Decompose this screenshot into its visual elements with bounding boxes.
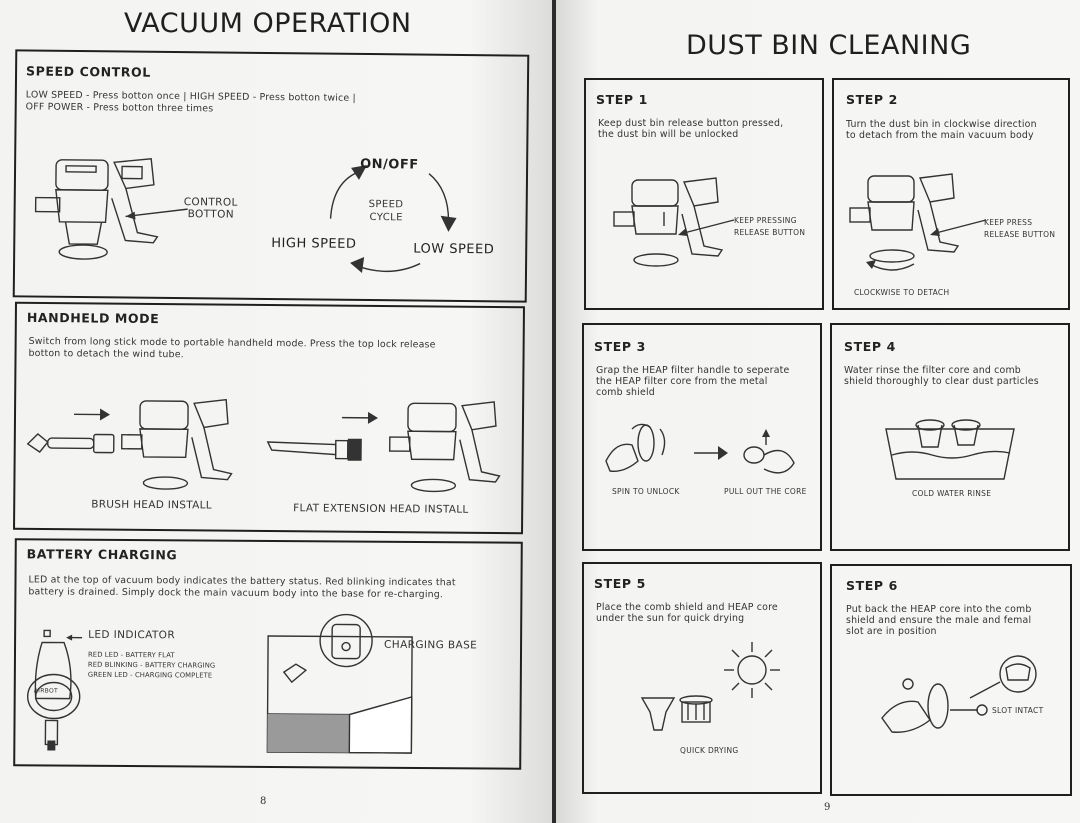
step-4-box: STEP 4 Water rinse the filter core and c…: [830, 323, 1070, 551]
led-status-1: RED LED - BATTERY FLAT: [87, 650, 175, 660]
brush-head-icon: [26, 433, 115, 454]
step-1-vacuum-icon: [613, 177, 724, 267]
step-1-caption-2: RELEASE BUTTON: [734, 228, 806, 237]
step-4-line-1: Water rinse the filter core and comb: [844, 365, 1021, 376]
step-3-box: STEP 3 Grap the HEAP filter handle to se…: [582, 323, 822, 551]
step-1-line-2: the dust bin will be unlocked: [598, 129, 739, 140]
right-page: DUST BIN CLEANING STEP 1 Keep dust bin r…: [556, 0, 1080, 823]
page-number-right: 9: [824, 802, 831, 813]
left-page: VACUUM OPERATION SPEED CONTROL LOW SPEED…: [0, 0, 552, 823]
step-3-arrow-icon: [694, 446, 728, 460]
caption-flat-extension-install: FLAT EXTENSION HEAD INSTALL: [293, 502, 469, 516]
step-3-caption-2: PULL OUT THE CORE: [724, 487, 807, 496]
led-status-3: GREEN LED - CHARGING COMPLETE: [87, 670, 213, 680]
charging-base-label: CHARGING BASE: [384, 638, 478, 652]
step-2-line-2: to detach from the main vacuum body: [846, 130, 1034, 141]
step-6-assembly-icon: [881, 655, 1037, 733]
step-2-caption-1: KEEP PRESS: [984, 218, 1033, 227]
handheld-vacuum-icon-1: [121, 398, 233, 490]
step-2-pointer-icon: [930, 219, 987, 236]
step-4-line-2: shield thoroughly to clear dust particle…: [844, 376, 1039, 387]
battery-line-2: battery is drained. Simply dock the main…: [28, 586, 444, 601]
step-2-title: STEP 2: [846, 92, 898, 107]
handheld-mode-section: HANDHELD MODE Switch from long stick mod…: [13, 301, 525, 535]
led-indicator-label: LED INDICATOR: [88, 628, 176, 642]
vacuum-body-icon: [34, 157, 159, 260]
step-3-pull-core-icon: [743, 429, 795, 474]
sun-icon: [724, 642, 780, 698]
step-3-spin-filter-icon: [605, 423, 666, 472]
step-6-title: STEP 6: [846, 578, 898, 593]
step-6-line-3: slot are in position: [846, 626, 937, 637]
cycle-on-off-label: ON/OFF: [360, 156, 419, 173]
battery-charging-section: BATTERY CHARGING LED at the top of vacuu…: [13, 538, 523, 770]
page-title-vacuum-operation: VACUUM OPERATION: [124, 8, 412, 39]
step-2-box: STEP 2 Turn the dust bin in clockwise di…: [832, 78, 1070, 310]
step-2-caption-2: RELEASE BUTTON: [984, 230, 1056, 239]
charging-base-icon: [266, 613, 413, 754]
led-status-2: RED BLINKING - BATTERY CHARGING: [87, 660, 216, 670]
step-1-box: STEP 1 Keep dust bin release button pres…: [584, 78, 824, 310]
control-label-1: CONTROL: [183, 196, 238, 209]
speed-control-title: SPEED CONTROL: [26, 63, 151, 80]
cycle-low-speed-label: LOW SPEED: [413, 241, 495, 258]
step-1-caption-1: KEEP PRESSING: [734, 216, 797, 225]
step-6-line-2: shield and ensure the male and femal: [846, 615, 1032, 626]
step-3-title: STEP 3: [594, 339, 646, 354]
step-4-water-basin-icon: [885, 419, 1015, 480]
step-5-title: STEP 5: [594, 576, 646, 591]
step-6-box: STEP 6 Put back the HEAP core into the c…: [830, 564, 1072, 796]
speed-cycle-arrows-icon: [329, 165, 457, 273]
step-4-caption: COLD WATER RINSE: [912, 489, 992, 498]
led-pointer-icon: [66, 634, 83, 641]
step-2-vacuum-icon: [849, 173, 960, 271]
drying-filters-icon: [640, 695, 713, 731]
step-5-box: STEP 5 Place the comb shield and HEAP co…: [582, 562, 822, 794]
step-5-line-2: under the sun for quick drying: [596, 613, 745, 624]
step-2-caption-3: CLOCKWISE TO DETACH: [854, 288, 950, 297]
handheld-title: HANDHELD MODE: [26, 309, 160, 327]
step-1-title: STEP 1: [596, 92, 648, 107]
handheld-line-2: botton to detach the wind tube.: [28, 347, 184, 361]
step-1-pointer-icon: [678, 219, 735, 236]
brand-logo: AIRBOT: [33, 687, 59, 695]
page-title-dust-bin-cleaning: DUST BIN CLEANING: [686, 30, 972, 61]
handheld-vacuum-icon-2: [389, 401, 501, 493]
control-pointer-arrow-icon: [125, 208, 188, 220]
vacuum-side-view-icon: [26, 629, 81, 751]
step-3-line-2: the HEAP filter core from the metal: [596, 376, 768, 387]
cycle-high-speed-label: HIGH SPEED: [271, 236, 357, 252]
install-arrow-icon-1: [74, 408, 111, 421]
step-3-caption-1: SPIN TO UNLOCK: [612, 487, 680, 496]
step-3-line-1: Grap the HEAP filter handle to seperate: [596, 365, 790, 376]
step-3-line-3: comb shield: [596, 387, 655, 398]
install-arrow-icon-2: [341, 411, 379, 424]
battery-title: BATTERY CHARGING: [26, 546, 178, 563]
step-6-line-1: Put back the HEAP core into the comb: [846, 604, 1032, 615]
flat-extension-head-icon: [266, 438, 362, 461]
step-1-line-1: Keep dust bin release button pressed,: [598, 118, 784, 129]
control-label-2: BOTTON: [187, 208, 235, 221]
cycle-center-1: SPEED: [368, 199, 404, 211]
step-4-title: STEP 4: [844, 339, 896, 354]
speed-control-section: SPEED CONTROL LOW SPEED - Press botton o…: [12, 49, 530, 303]
step-6-caption: SLOT INTACT: [992, 706, 1044, 715]
cycle-center-2: CYCLE: [369, 212, 403, 224]
step-2-line-1: Turn the dust bin in clockwise direction: [846, 119, 1037, 130]
page-number-left: 8: [260, 796, 267, 807]
step-5-caption: QUICK DRYING: [680, 746, 739, 755]
caption-brush-head-install: BRUSH HEAD INSTALL: [91, 498, 213, 512]
speed-control-line-2: OFF POWER - Press botton three times: [25, 101, 214, 115]
step-5-line-1: Place the comb shield and HEAP core: [596, 602, 778, 613]
